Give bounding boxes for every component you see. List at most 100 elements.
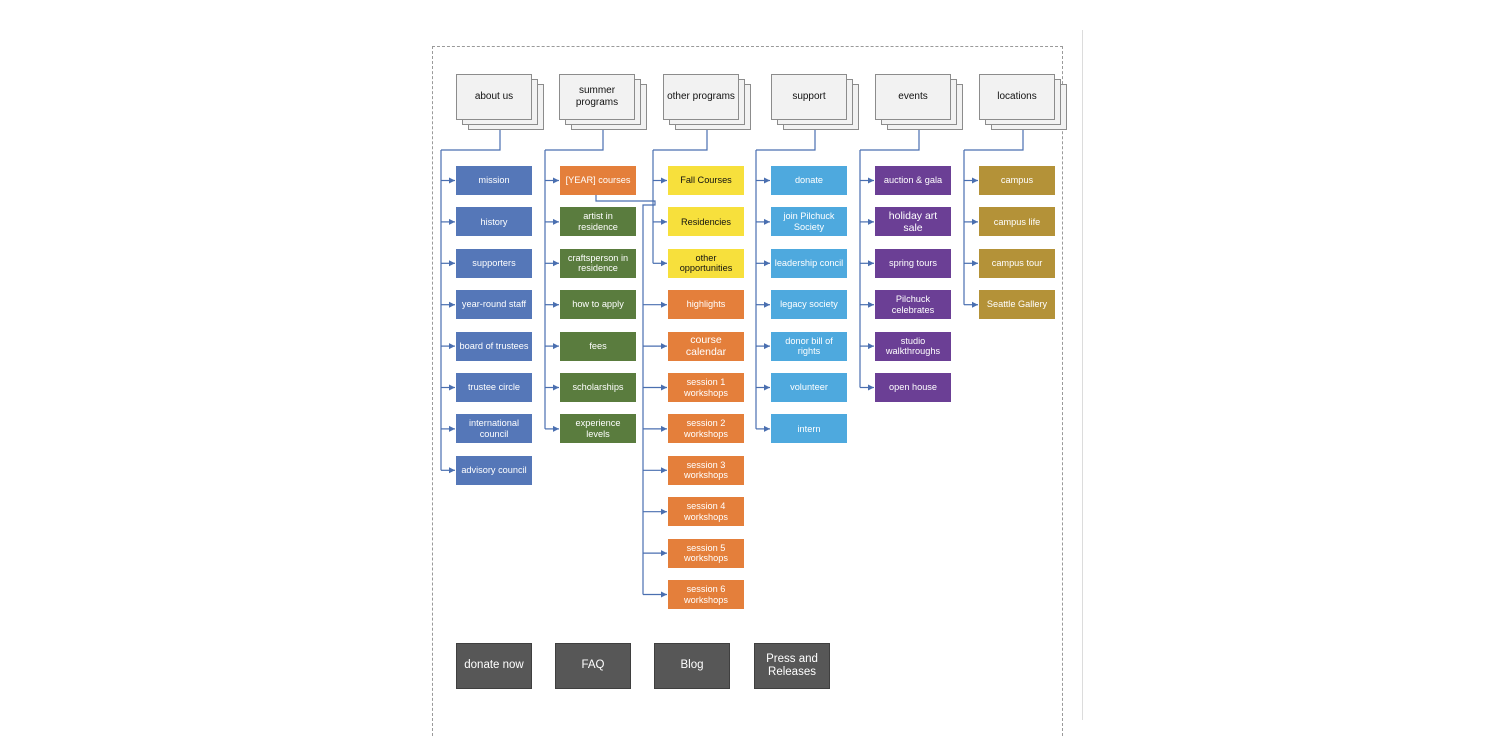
connector-arrow: [661, 467, 667, 474]
page-node-spring-tours[interactable]: spring tours: [875, 248, 951, 278]
connector-arrow: [449, 467, 455, 474]
connector-arrow: [764, 301, 770, 308]
page-node-campus[interactable]: campus: [979, 166, 1055, 195]
connector-arrow: [661, 218, 667, 225]
connector-arrow: [764, 218, 770, 225]
connector-arrow: [661, 384, 667, 391]
page-node-fees[interactable]: fees: [560, 331, 636, 361]
header-connector: [545, 130, 604, 151]
page-node-campus-life[interactable]: campus life: [979, 207, 1055, 237]
connector-arrow: [868, 343, 874, 350]
connector-arrow: [868, 177, 874, 184]
connector-arrow: [553, 218, 559, 225]
connector-arrow: [449, 301, 455, 308]
connector-arrow: [661, 591, 667, 598]
header-connector: [653, 130, 708, 151]
page-node-campus-tour[interactable]: campus tour: [979, 248, 1055, 278]
connector-arrow: [553, 343, 559, 350]
page-node-holiday-art-sale[interactable]: holiday art sale: [875, 207, 951, 237]
page-node-how-to-apply[interactable]: how to apply: [560, 290, 636, 320]
page-node-volunteer[interactable]: volunteer: [771, 373, 847, 402]
page-node-scholarships[interactable]: scholarships: [560, 373, 636, 402]
page-node-intern[interactable]: intern: [771, 414, 847, 444]
section-header-summer-programs[interactable]: summer programs: [559, 74, 647, 130]
page-node-craftsperson-in-residence[interactable]: craftsperson in residence: [560, 248, 636, 278]
utility-link-donate-now[interactable]: donate now: [456, 643, 532, 689]
page-node-experience-levels[interactable]: experience levels: [560, 414, 636, 444]
page-node-year-courses[interactable]: [YEAR] courses: [560, 166, 636, 195]
connector-arrow: [661, 260, 667, 267]
page-node-donor-bill-of-rights[interactable]: donor bill of rights: [771, 331, 847, 361]
page-node-session-3-workshops[interactable]: session 3 workshops: [668, 455, 744, 485]
page-node-course-calendar[interactable]: course calendar: [668, 331, 744, 361]
connector-arrow: [449, 260, 455, 267]
page-node-session-5-workshops[interactable]: session 5 workshops: [668, 538, 744, 568]
connector-arrow: [764, 425, 770, 432]
utility-link-blog[interactable]: Blog: [654, 643, 730, 689]
page-node-international-council[interactable]: international council: [456, 414, 532, 444]
section-header-label: support: [771, 74, 847, 120]
page-node-residencies[interactable]: Residencies: [668, 207, 744, 237]
page-node-artist-in-residence[interactable]: artist in residence: [560, 207, 636, 237]
page-node-advisory-council[interactable]: advisory council: [456, 455, 532, 485]
utility-link-faq[interactable]: FAQ: [555, 643, 631, 689]
utility-link-press-and-releases[interactable]: Press and Releases: [754, 643, 830, 689]
section-header-events[interactable]: events: [875, 74, 963, 130]
page-node-join-pilchuck-society[interactable]: join Pilchuck Society: [771, 207, 847, 237]
connector-arrow: [553, 301, 559, 308]
connector-arrow: [764, 260, 770, 267]
connector-arrow: [449, 384, 455, 391]
page-divider-line: [1082, 30, 1083, 720]
connector-arrow: [972, 177, 978, 184]
connector-arrow: [553, 260, 559, 267]
connector-arrow: [972, 260, 978, 267]
header-connector: [964, 130, 1024, 151]
page-node-open-house[interactable]: open house: [875, 373, 951, 402]
connector-arrow: [553, 177, 559, 184]
page-node-donate[interactable]: donate: [771, 166, 847, 195]
page-node-highlights[interactable]: highlights: [668, 290, 744, 320]
page-node-session-2-workshops[interactable]: session 2 workshops: [668, 414, 744, 444]
page-node-seattle-gallery[interactable]: Seattle Gallery: [979, 290, 1055, 320]
connector-arrow: [553, 425, 559, 432]
page-node-auction-gala[interactable]: auction & gala: [875, 166, 951, 195]
section-header-other-programs[interactable]: other programs: [663, 74, 751, 130]
connector-arrow: [972, 218, 978, 225]
page-node-year-round-staff[interactable]: year-round staff: [456, 290, 532, 320]
section-header-support[interactable]: support: [771, 74, 859, 130]
sub-spine: [595, 195, 656, 595]
page-node-leadership-concil[interactable]: leadership concil: [771, 248, 847, 278]
section-header-locations[interactable]: locations: [979, 74, 1067, 130]
page-node-history[interactable]: history: [456, 207, 532, 237]
page-node-mission[interactable]: mission: [456, 166, 532, 195]
section-header-about-us[interactable]: about us: [456, 74, 544, 130]
connector-arrow: [661, 177, 667, 184]
section-header-label: locations: [979, 74, 1055, 120]
connector-arrow: [449, 425, 455, 432]
page-node-fall-courses[interactable]: Fall Courses: [668, 166, 744, 195]
page-node-board-of-trustees[interactable]: board of trustees: [456, 331, 532, 361]
page-node-session-6-workshops[interactable]: session 6 workshops: [668, 580, 744, 609]
section-header-label: other programs: [663, 74, 739, 120]
connector-arrow: [661, 301, 667, 308]
connector-arrow: [661, 550, 667, 557]
connector-arrow: [449, 218, 455, 225]
page-node-other-opportunities[interactable]: other opportunities: [668, 248, 744, 278]
connector-arrow: [764, 384, 770, 391]
connector-arrow: [449, 177, 455, 184]
page-node-supporters[interactable]: supporters: [456, 248, 532, 278]
page-node-session-1-workshops[interactable]: session 1 workshops: [668, 373, 744, 402]
page-node-pilchuck-celebrates[interactable]: Pilchuck celebrates: [875, 290, 951, 320]
connector-arrow: [449, 343, 455, 350]
header-connector: [441, 130, 501, 151]
section-header-label: events: [875, 74, 951, 120]
connector-arrow: [661, 425, 667, 432]
connector-arrow: [661, 343, 667, 350]
page-node-studio-walkthroughs[interactable]: studio walkthroughs: [875, 331, 951, 361]
page-node-legacy-society[interactable]: legacy society: [771, 290, 847, 320]
page-node-trustee-circle[interactable]: trustee circle: [456, 373, 532, 402]
sitemap-frame: [432, 46, 1063, 736]
page-node-session-4-workshops[interactable]: session 4 workshops: [668, 497, 744, 527]
